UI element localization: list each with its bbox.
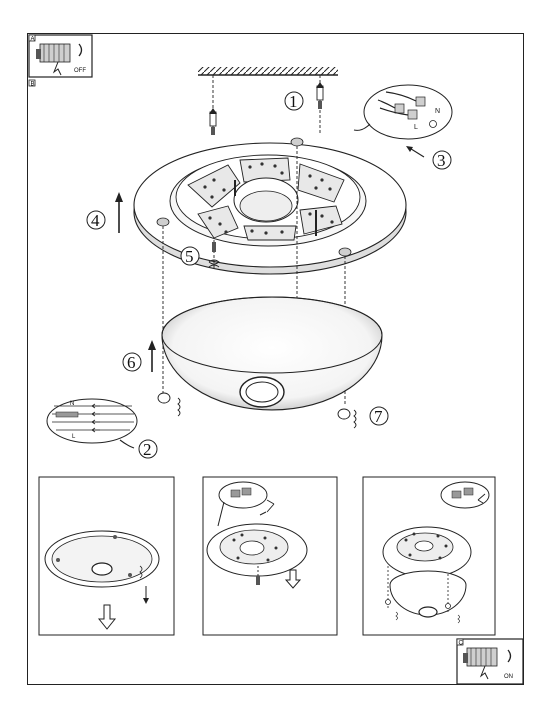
panel-remove-diffuser <box>38 476 175 636</box>
step-1-circle <box>284 91 304 111</box>
switch-on-label: ON <box>504 674 513 680</box>
ceiling <box>198 67 338 76</box>
diffuser-dome <box>161 296 383 411</box>
switch-lever-icon <box>507 649 512 663</box>
step-4-circle <box>86 210 106 230</box>
panel-detach-connector <box>202 476 338 636</box>
clip-piece <box>157 392 181 417</box>
instruction-sheet-frame <box>27 33 524 685</box>
step-6-label: 6 <box>127 353 136 372</box>
terminal-icon <box>415 96 426 107</box>
ceiling-dowel-right <box>316 75 324 135</box>
terminal-block-icon <box>463 647 498 667</box>
down-arrow-icon <box>97 604 117 630</box>
step-4-label: 4 <box>91 211 100 230</box>
clip-piece <box>337 408 357 429</box>
step-2-label: 2 <box>143 440 152 459</box>
step-3-circle <box>432 150 452 170</box>
step-3-label: 3 <box>437 151 446 170</box>
wire-label-neutral: N <box>435 108 440 115</box>
step-1-label: 1 <box>289 92 298 111</box>
switch-off-label: OFF <box>74 68 86 74</box>
step-5-circle <box>180 246 200 266</box>
wire-label-live: L <box>414 124 418 131</box>
terminal-block-icon <box>36 43 71 63</box>
connector-callout: N L <box>46 398 138 444</box>
lamp-base-plate <box>133 137 407 275</box>
step-7-label: 7 <box>374 407 383 426</box>
switch-on-panel: C ON <box>456 638 524 685</box>
corner-label-c: C <box>459 641 464 647</box>
ceiling-dowel-left <box>209 75 217 135</box>
corner-label-b: B <box>31 82 35 88</box>
up-arrow-icon <box>115 192 123 202</box>
up-arrow-icon <box>316 82 324 88</box>
step-6-circle <box>122 352 142 372</box>
earth-icon <box>429 120 437 128</box>
terminal-icon <box>394 103 405 114</box>
terminal-icon <box>407 109 418 120</box>
led-board <box>187 157 345 241</box>
connector-label-neutral: N <box>70 401 74 407</box>
hand-pointer-icon <box>479 665 489 680</box>
screw-icon <box>208 240 220 268</box>
hand-pointer-icon <box>52 61 62 76</box>
up-arrow-icon <box>148 340 156 350</box>
up-arrow-icon <box>209 108 217 114</box>
step-5-label: 5 <box>185 247 194 266</box>
down-arrow-icon <box>284 569 302 589</box>
switch-off-panel: A OFF <box>28 34 93 78</box>
panel-reattach <box>362 476 496 636</box>
wiring-callout: N L <box>353 84 453 140</box>
step-2-circle <box>138 439 158 459</box>
switch-lever-icon <box>78 43 83 57</box>
step-7-circle <box>369 406 389 426</box>
corner-label-a: A <box>31 37 35 43</box>
arrow-icon <box>406 146 413 152</box>
connector-label-live: L <box>72 434 76 440</box>
